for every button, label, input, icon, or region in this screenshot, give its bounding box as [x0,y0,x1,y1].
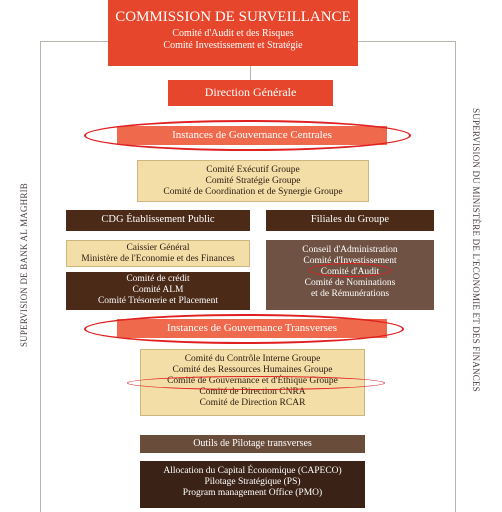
comite-executif: Comité Exécutif Groupe [206,165,300,175]
comite-nominations: Comité de Nominations [304,277,396,288]
pmo-label: Program management Office (PMO) [182,487,323,498]
frame-top-right [358,41,455,42]
comite-strategie: Comité Stratégie Groupe [205,175,301,186]
frame-top-left [40,41,108,42]
comite-direction-cnra: Comité de Direction CNRA [199,386,306,397]
comite-coordination: Comité de Coordination et de Synergie Gr… [163,186,343,197]
cdg-etablissement-label: CDG Établissement Public [101,214,215,225]
instances-centrales-label: Instances de Gouvernance Centrales [172,129,332,141]
comite-tresorerie: Comité Trésorerie et Placement [97,295,219,306]
conseil-box: Conseil d'Administration Comité d'Invest… [266,240,434,310]
filiales-label: Filiales du Groupe [310,214,390,225]
capeco-label: Allocation du Capital Économique (CAPECO… [163,466,342,476]
commission-title: COMMISSION DE SURVEILLANCE [115,9,351,25]
cdg-etablissement-box: CDG Établissement Public [66,210,250,231]
pilotage-box: Allocation du Capital Économique (CAPECO… [140,461,365,508]
comite-alm: Comité ALM [132,284,184,295]
comite-ressources-humaines: Comité des Ressources Humaines Groupe [172,364,333,375]
commission-line-1: Comité d'Audit et des Risques [172,28,294,40]
frame-right [455,41,456,512]
comite-investissement: Comité d'Investissement [303,255,397,266]
frame-left [40,41,41,512]
comite-gouvernance-ethique: Comité de Gouvernance et d'Éthique Group… [167,375,338,386]
comite-credit-box: Comité de crédit Comité ALM Comité Tréso… [66,272,250,310]
comite-controle-interne: Comité du Contrôle Interne Groupe [184,354,321,364]
connector-top [250,66,251,80]
filiales-box: Filiales du Groupe [266,210,434,231]
instances-transverses-label: Instances de Gouvernance Transverses [166,322,338,334]
comites-groupe-box: Comité Exécutif Groupe Comité Stratégie … [137,160,369,202]
direction-generale-label: Direction Générale [204,85,297,99]
instances-centrales-bar: Instances de Gouvernance Centrales [117,126,387,145]
comites-transverses-box: Comité du Contrôle Interne Groupe Comité… [140,349,365,416]
outils-pilotage-label: Outils de Pilotage transverses [193,438,312,449]
side-label-right: SUPERVISION DU MINISTÈRE DE L'ECONOMIE E… [471,108,481,392]
instances-transverses-bar: Instances de Gouvernance Transverses [117,319,387,338]
commission-box: COMMISSION DE SURVEILLANCE Comité d'Audi… [108,0,358,66]
direction-generale-box: Direction Générale [168,80,333,106]
side-label-left: SUPERVISION DE BANK AL MAGHRIB [19,183,29,347]
caissier-line-2: Ministère de l'Economie et des Finances [81,253,235,264]
ps-label: Pilotage Stratégique (PS) [204,476,301,487]
comite-credit: Comité de crédit [126,274,190,284]
outils-pilotage-box: Outils de Pilotage transverses [140,435,365,453]
comite-audit: Comité d'Audit [320,266,380,277]
caissier-box: Caissier Général Ministère de l'Economie… [66,240,250,267]
remunerations: et de Rémunérations [310,288,390,299]
commission-line-2: Comité Investissement et Stratégie [163,39,303,51]
comite-direction-rcar: Comité de Direction RCAR [199,397,306,408]
conseil-administration: Conseil d'Administration [302,245,398,255]
caissier-line-1: Caissier Général [126,243,190,253]
